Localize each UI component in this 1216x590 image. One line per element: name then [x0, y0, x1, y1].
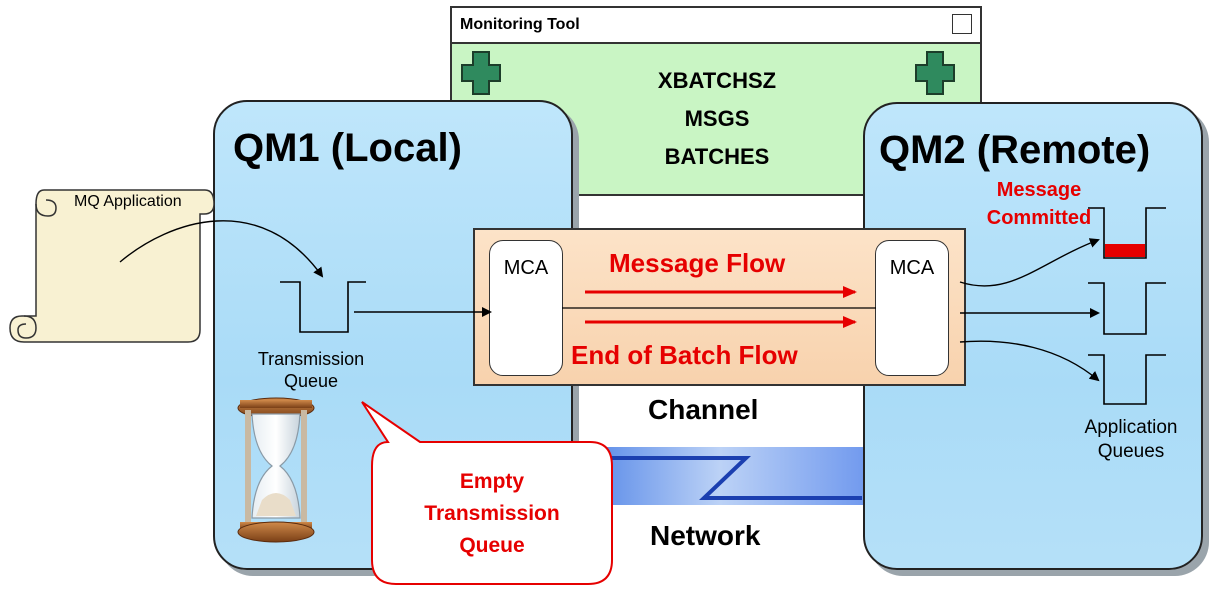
- channel-label: Channel: [648, 394, 759, 425]
- qm2-title: QM2 (Remote): [879, 128, 1151, 172]
- committed-message-marker: [1105, 244, 1145, 257]
- mca-to-queue1-arrow: [959, 238, 1100, 287]
- application-queue-3: [1088, 354, 1166, 405]
- transmission-queue-shape: [280, 281, 366, 333]
- mca-right-box: MCA: [875, 240, 949, 376]
- application-scroll-icon: [9, 189, 215, 343]
- callout-bubble: [361, 401, 613, 585]
- application-queue-2: [1088, 282, 1166, 335]
- metric-xbatchsz: XBATCHSZ: [657, 68, 777, 93]
- transmission-queue-label: Transmission Queue: [257, 349, 365, 391]
- plus-icon-right: [915, 51, 955, 95]
- plus-icon-left: [461, 51, 501, 95]
- mca-to-queue3-arrow: [959, 340, 1100, 382]
- mca-left-label: MCA: [503, 257, 549, 279]
- message-flow-label: Message Flow: [609, 248, 786, 278]
- mca-right-label: MCA: [889, 257, 935, 279]
- application-queues-label: Application Queues: [1084, 417, 1178, 462]
- network-zigzag: [588, 456, 862, 500]
- hourglass-icon: [237, 397, 315, 543]
- app-to-queue-arrow: [119, 220, 324, 278]
- monitoring-tool-window: Monitoring Tool XBATCHSZ MSGS BATCHES: [450, 6, 982, 196]
- metric-msgs: MSGS: [684, 106, 750, 131]
- end-of-batch-flow-label: End of Batch Flow: [571, 340, 798, 370]
- application-queue-1: [1088, 207, 1166, 259]
- monitoring-tool-title: Monitoring Tool: [460, 16, 580, 33]
- mca-left-box: MCA: [489, 240, 563, 376]
- maximize-icon[interactable]: [952, 14, 972, 34]
- mq-application-label: MQ Application: [74, 193, 182, 210]
- qm1-title: QM1 (Local): [233, 126, 462, 170]
- monitoring-tool-titlebar: Monitoring Tool: [452, 8, 980, 44]
- network-label: Network: [650, 520, 761, 551]
- metric-batches: BATCHES: [664, 144, 770, 169]
- message-committed-label: Message Committed: [986, 179, 1092, 229]
- callout-text: Empty Transmission Queue: [424, 470, 560, 557]
- channel-box: MCA MCA Message Flow End of Batch Flow: [473, 228, 966, 386]
